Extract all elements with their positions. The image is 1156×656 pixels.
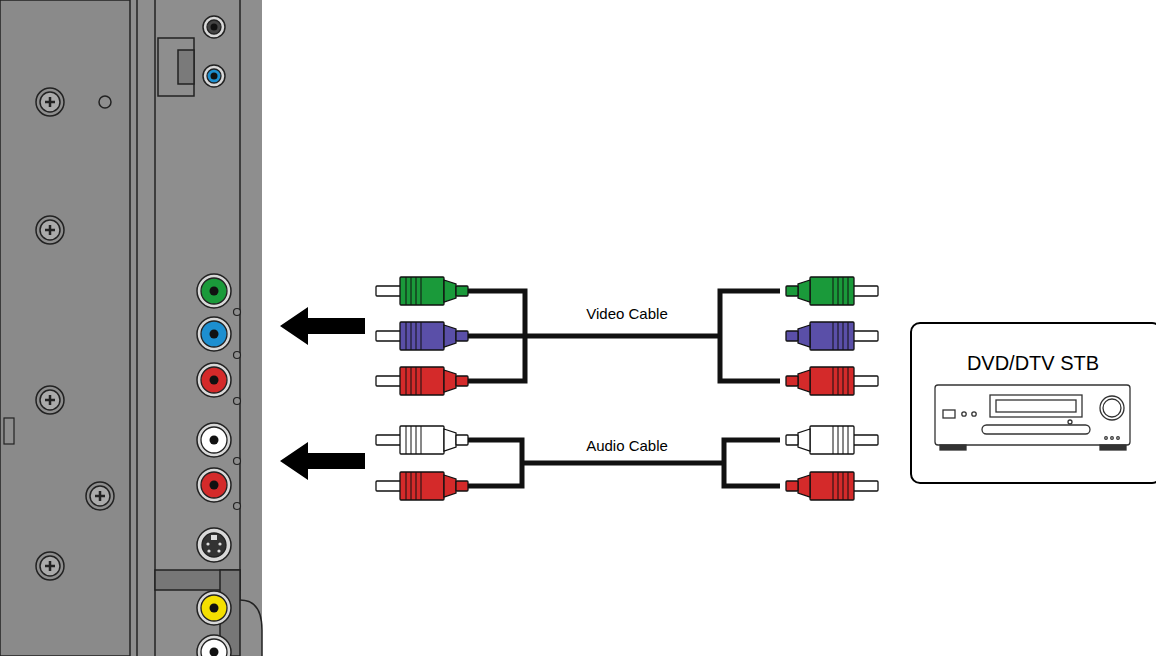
s-video-jack — [197, 528, 231, 562]
screw — [36, 552, 64, 580]
device-box: DVD/DTV STB — [910, 322, 1156, 484]
rca-plug — [786, 367, 878, 395]
input-jack — [197, 591, 231, 625]
input-jack — [197, 468, 241, 510]
input-jack — [203, 16, 225, 38]
device-name: DVD/DTV STB — [912, 352, 1154, 375]
rca-plug — [376, 472, 468, 500]
input-jack — [197, 363, 241, 405]
cable-label: Video Cable — [583, 305, 670, 322]
insert-arrow — [280, 442, 365, 480]
input-jack — [197, 317, 241, 359]
rca-plug — [786, 322, 878, 350]
rca-plug — [376, 367, 468, 395]
screw — [36, 216, 64, 244]
screw — [86, 482, 114, 510]
input-jack — [203, 65, 225, 87]
stb-device — [935, 385, 1130, 450]
cable-label: Audio Cable — [583, 437, 671, 454]
bracket — [158, 38, 194, 96]
input-jack — [197, 274, 241, 316]
rca-plug — [376, 277, 468, 305]
screw — [36, 88, 64, 116]
rca-plug — [376, 322, 468, 350]
rca-plug — [786, 472, 878, 500]
insert-arrow — [280, 307, 365, 345]
cable-wire — [468, 291, 780, 486]
rca-plug — [376, 426, 468, 454]
rca-plug — [786, 426, 878, 454]
input-jack — [197, 423, 241, 465]
input-jack — [197, 635, 231, 656]
tv-rear-cover — [0, 0, 130, 656]
tv-panel — [0, 0, 262, 656]
screw — [36, 386, 64, 414]
rca-plug — [786, 277, 878, 305]
